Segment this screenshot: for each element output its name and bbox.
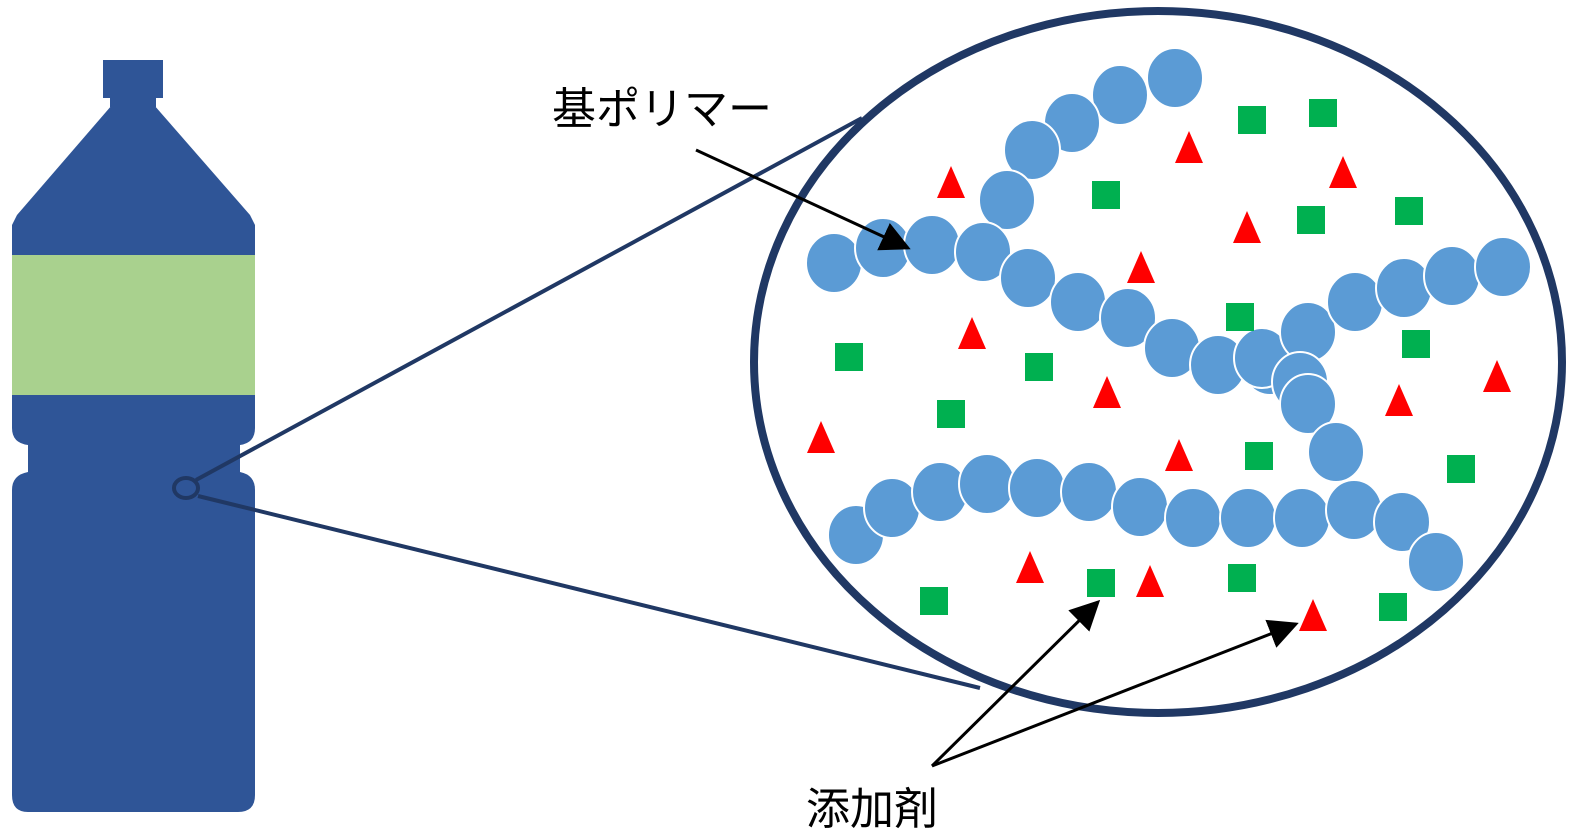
polymer-chain xyxy=(978,47,1204,231)
additive-triangle xyxy=(1093,376,1121,408)
polymer-bead xyxy=(1279,373,1337,435)
additive-triangle xyxy=(807,421,835,453)
additive-triangle xyxy=(1016,551,1044,583)
bottle-lower-body xyxy=(12,472,255,812)
additive-square xyxy=(1395,197,1423,225)
polymer-bead xyxy=(1307,421,1365,483)
additive-square xyxy=(1447,455,1475,483)
polymer-chains xyxy=(805,47,1532,593)
zoom-line-upper xyxy=(195,116,863,482)
polymer-bead xyxy=(978,169,1036,231)
additive-triangle xyxy=(1299,599,1327,631)
polymer-chain xyxy=(1271,351,1365,483)
additive-arrow-triangle xyxy=(931,619,1299,768)
additive-triangle xyxy=(1483,360,1511,392)
additive-square xyxy=(835,343,863,371)
additive-triangle xyxy=(1175,131,1203,163)
polymer-bead xyxy=(1111,476,1169,538)
additive-triangle xyxy=(1136,565,1164,597)
polymer-bead xyxy=(1423,245,1481,307)
bottle-shoulder xyxy=(12,105,255,262)
polymer-bead xyxy=(1164,487,1222,549)
additive-square xyxy=(1226,303,1254,331)
polymer-bead xyxy=(1219,487,1277,549)
polymer-arrow xyxy=(695,148,911,251)
polymer-chain xyxy=(1233,236,1532,389)
additive-triangle xyxy=(1329,156,1357,188)
polymer-bead xyxy=(1373,491,1431,553)
additive-square xyxy=(1245,442,1273,470)
polymer-chain xyxy=(827,453,1465,593)
polymer-bead xyxy=(1474,236,1532,298)
additive-triangle xyxy=(1233,211,1261,243)
additive-triangle xyxy=(1385,384,1413,416)
additive-triangle xyxy=(937,166,965,198)
polymer-bead xyxy=(1049,271,1107,333)
polymer-bead xyxy=(1326,271,1384,333)
bottle-label-band xyxy=(12,255,255,395)
additive-triangle xyxy=(1165,439,1193,471)
bottle-neck xyxy=(110,95,156,107)
additive-square xyxy=(1309,99,1337,127)
bottle-upper-body xyxy=(12,395,255,472)
zoom-point xyxy=(172,476,200,500)
polymer-bead xyxy=(1003,119,1061,181)
polymer-bead xyxy=(1407,531,1465,593)
zoom-lines xyxy=(195,116,981,690)
additive-square xyxy=(1092,181,1120,209)
additive-square xyxy=(1228,564,1256,592)
zoom-line-lower xyxy=(197,494,981,690)
additive-triangle xyxy=(958,317,986,349)
additive-triangle xyxy=(1127,251,1155,283)
bottle-cap xyxy=(103,60,163,98)
polymer-bead xyxy=(805,232,863,294)
polymer-bead xyxy=(954,221,1012,283)
additive-arrow-square xyxy=(930,599,1101,768)
polymer-bead xyxy=(1375,257,1433,319)
polymer-bead xyxy=(1091,64,1149,126)
additive-square xyxy=(1379,593,1407,621)
arrows xyxy=(695,148,1299,768)
polymer-bead xyxy=(958,453,1016,515)
polymer-bead xyxy=(1146,47,1204,109)
polymer-bead xyxy=(1325,479,1383,541)
additive-label: 添加剤 xyxy=(806,784,938,835)
additive-square xyxy=(920,587,948,615)
polymer-bead xyxy=(1008,457,1066,519)
polymer-bead xyxy=(1060,461,1118,523)
additive-square xyxy=(937,400,965,428)
additive-square xyxy=(1087,569,1115,597)
base-polymer-label: 基ポリマー xyxy=(552,84,772,135)
additive-square xyxy=(1238,106,1266,134)
polymer-bead xyxy=(903,214,961,276)
additive-particles xyxy=(807,99,1511,631)
additive-square xyxy=(1297,206,1325,234)
polymer-bead xyxy=(1099,287,1157,349)
bottle xyxy=(12,60,255,812)
additive-square xyxy=(1402,330,1430,358)
polymer-bead xyxy=(1273,487,1331,549)
additive-square xyxy=(1025,353,1053,381)
polymer-bead xyxy=(999,247,1057,309)
